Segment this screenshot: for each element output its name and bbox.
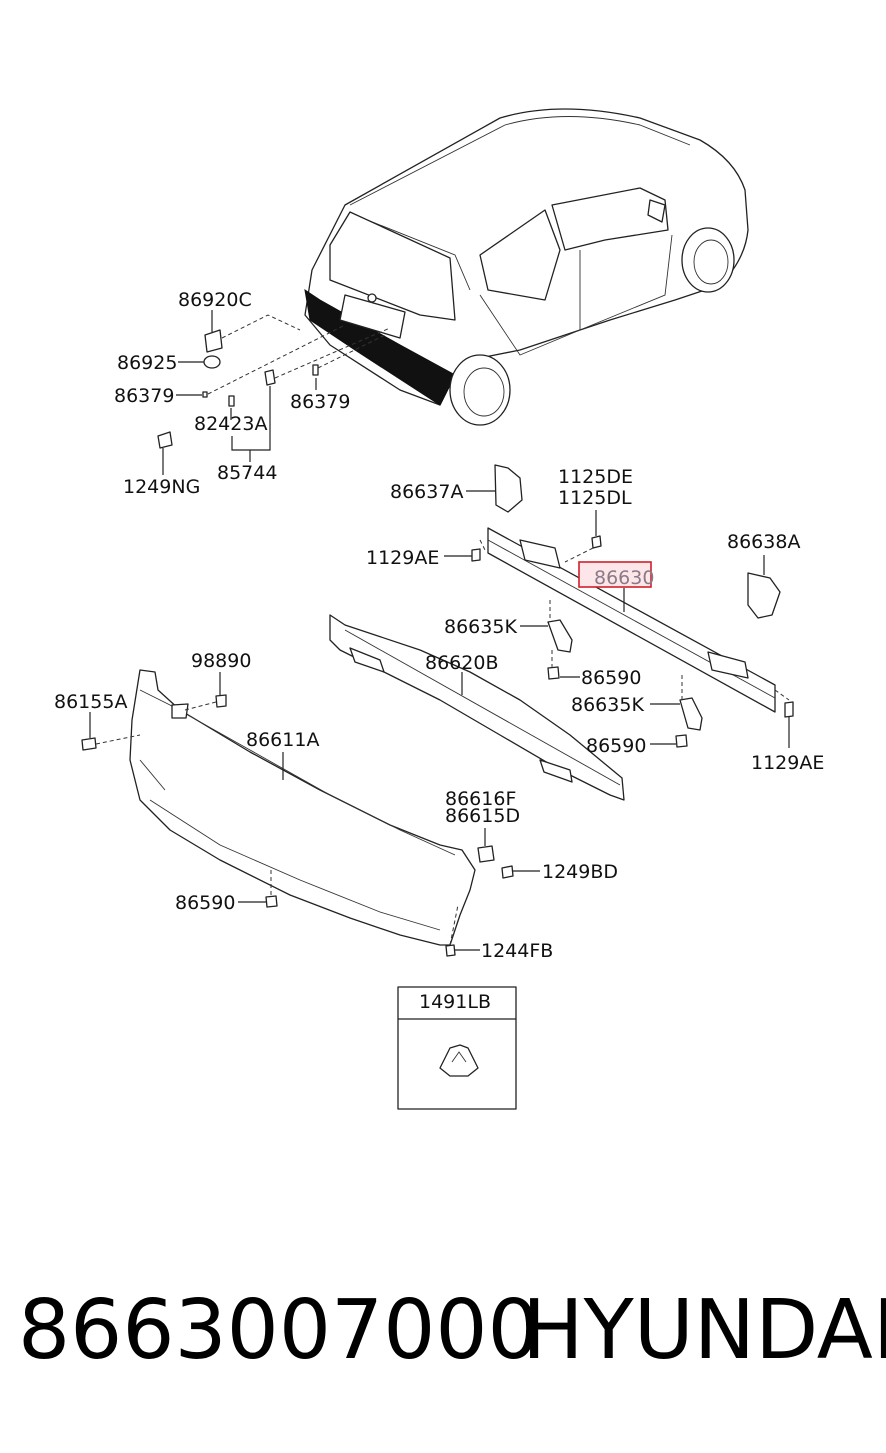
label-86616F[interactable]: 86616F xyxy=(445,788,516,810)
bumper-beam xyxy=(487,527,776,713)
brand-name: HYUNDAI xyxy=(522,1283,886,1378)
label-1129AE-right[interactable]: 1129AE xyxy=(751,752,824,774)
label-1129AE-left[interactable]: 1129AE xyxy=(366,547,439,569)
label-1491LB[interactable]: 1491LB xyxy=(419,991,491,1013)
label-86620B[interactable]: 86620B xyxy=(425,652,498,674)
label-86611A[interactable]: 86611A xyxy=(246,729,319,751)
label-86379-left[interactable]: 86379 xyxy=(114,385,174,407)
label-86925[interactable]: 86925 xyxy=(117,352,177,374)
energy-absorber xyxy=(329,614,625,801)
part-number: 8663007000 xyxy=(18,1283,540,1378)
label-86637A[interactable]: 86637A xyxy=(390,481,463,503)
inset-1491lb xyxy=(397,986,517,1110)
label-1244FB[interactable]: 1244FB xyxy=(481,940,553,962)
label-86920C[interactable]: 86920C xyxy=(178,289,252,311)
car-illustration xyxy=(304,108,749,426)
bumper-cover xyxy=(81,669,540,957)
label-1125DL[interactable]: 1125DL xyxy=(558,487,632,509)
label-86379-right[interactable]: 86379 xyxy=(290,391,350,413)
label-86635K-lower[interactable]: 86635K xyxy=(571,694,644,716)
label-86630[interactable]: 86630 xyxy=(594,567,654,589)
label-1249NG[interactable]: 1249NG xyxy=(123,476,200,498)
license-lamp-parts xyxy=(157,310,391,475)
label-86590-bottom[interactable]: 86590 xyxy=(175,892,235,914)
beam-brackets xyxy=(444,464,794,748)
label-86615D[interactable]: 86615D xyxy=(445,805,520,827)
label-86590-lower[interactable]: 86590 xyxy=(586,735,646,757)
label-86155A[interactable]: 86155A xyxy=(54,691,127,713)
label-98890[interactable]: 98890 xyxy=(191,650,251,672)
label-85744[interactable]: 85744 xyxy=(217,462,277,484)
label-86635K-upper[interactable]: 86635K xyxy=(444,616,517,638)
highlight-box xyxy=(578,561,652,588)
label-86590-upper[interactable]: 86590 xyxy=(581,667,641,689)
label-82423A[interactable]: 82423A xyxy=(194,413,267,435)
label-86638A[interactable]: 86638A xyxy=(727,531,800,553)
label-1249BD[interactable]: 1249BD xyxy=(542,861,618,883)
label-1125DE[interactable]: 1125DE xyxy=(558,466,633,488)
